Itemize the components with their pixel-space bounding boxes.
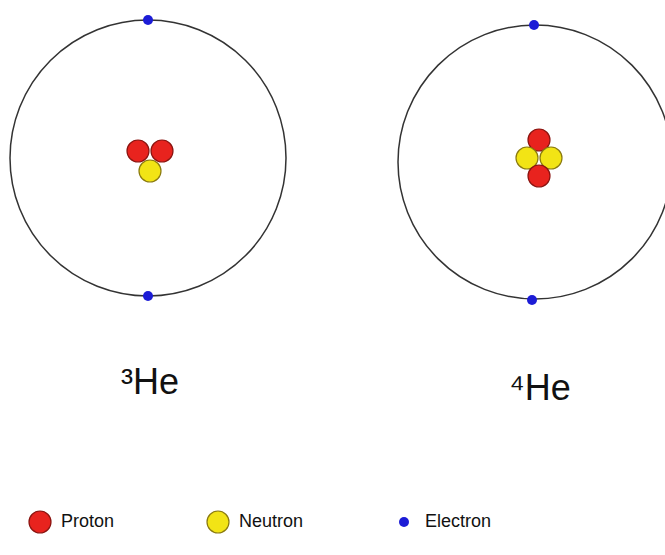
electron <box>527 295 537 305</box>
legend-item: Proton <box>27 509 114 535</box>
proton <box>528 165 550 187</box>
neutron <box>139 160 161 182</box>
electron <box>143 291 153 301</box>
legend-swatch-dot <box>29 511 51 533</box>
legend-item: Neutron <box>205 509 303 535</box>
legend-swatch-dot <box>207 511 229 533</box>
legend-swatch <box>205 509 231 535</box>
electron-orbit <box>398 25 665 299</box>
legend-text: Neutron <box>239 511 303 533</box>
electron <box>529 20 539 30</box>
legend-swatch <box>27 509 53 535</box>
legend-swatch-dot <box>399 517 409 527</box>
isotope-label: ³He <box>121 362 179 402</box>
isotope-label: ⁴He <box>509 368 571 408</box>
electron-orbit <box>10 20 286 296</box>
legend-text: Electron <box>425 511 491 533</box>
legend-text: Proton <box>61 511 114 533</box>
legend-item: Electron <box>391 509 491 535</box>
legend-swatch <box>391 509 417 535</box>
proton <box>127 140 149 162</box>
electron <box>143 15 153 25</box>
proton <box>151 140 173 162</box>
